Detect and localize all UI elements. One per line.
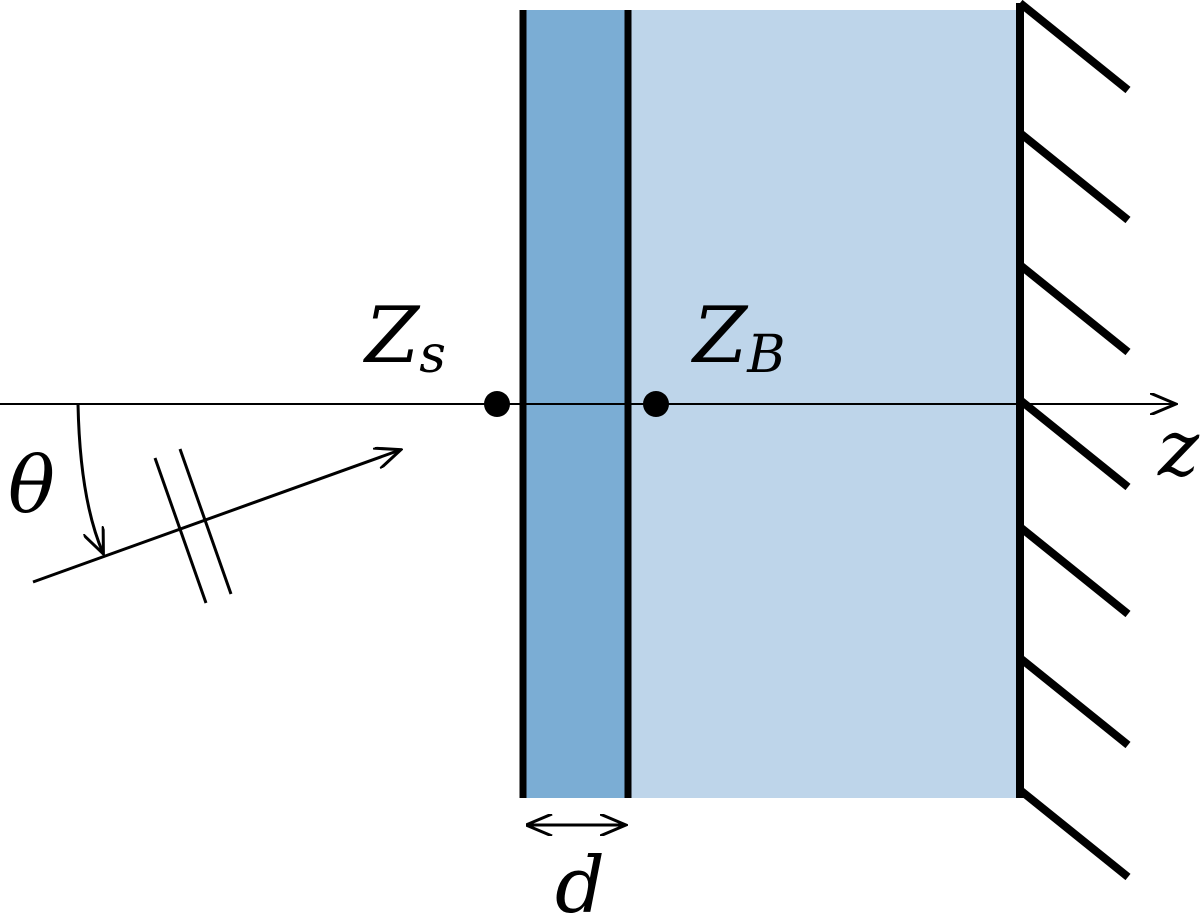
point-zs: [484, 391, 510, 417]
z-axis-label: z: [1157, 404, 1200, 494]
zb-label-sub: B: [746, 325, 785, 385]
zs-label: Zs: [362, 291, 446, 385]
wavefront-mark-2: [178, 448, 233, 595]
theta-label: θ: [8, 441, 55, 531]
zb-label: ZB: [690, 291, 785, 385]
zs-label-main: Z: [362, 291, 421, 381]
incident-ray: [32, 450, 400, 584]
wall-hatching: [1017, 0, 1131, 881]
wavefront-mark-1: [153, 457, 208, 604]
thickness-label: d: [555, 841, 605, 922]
zs-label-sub: s: [419, 325, 446, 385]
angle-arc: [76, 403, 103, 553]
point-zb: [643, 391, 669, 417]
zb-label-main: Z: [690, 291, 749, 381]
